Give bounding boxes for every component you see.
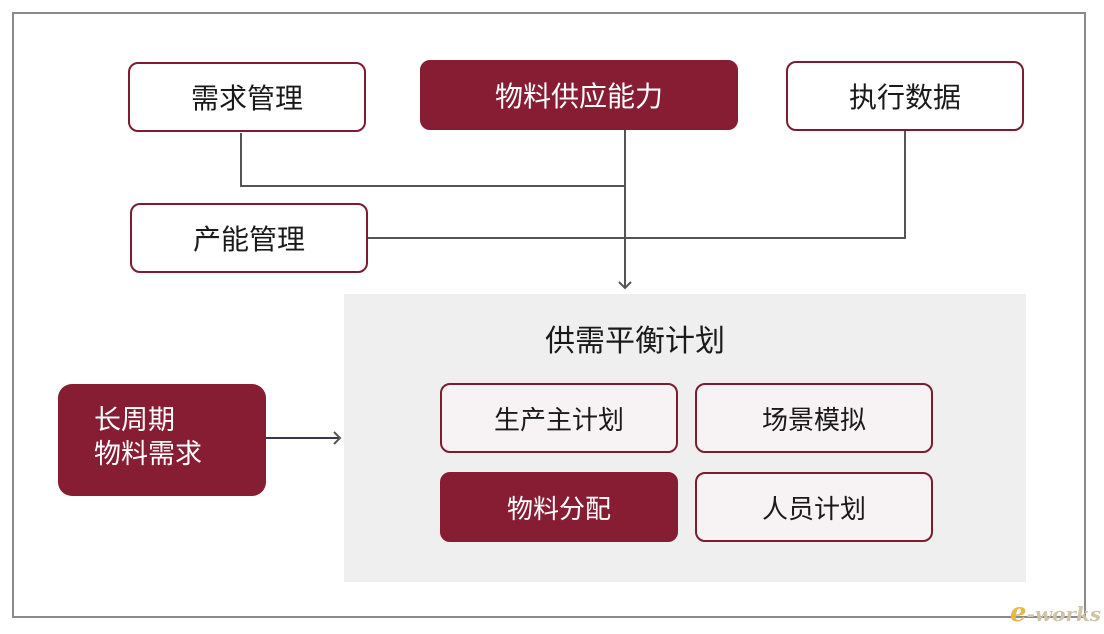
material-allocation-label: 物料分配: [506, 494, 611, 525]
capacity-management-box: 产能管理: [130, 203, 368, 273]
execution-connector: [367, 131, 906, 239]
eworks-logo: e-works: [1010, 598, 1101, 628]
balance-plan-title: 供需平衡计划: [545, 324, 725, 359]
long-cycle-line1: 长周期: [94, 405, 175, 436]
production-plan-box: 生产主计划: [440, 383, 678, 453]
scenario-simulation-label: 场景模拟: [761, 405, 866, 436]
long-cycle-line2: 物料需求: [94, 439, 202, 470]
demand-management-box: 需求管理: [128, 62, 366, 132]
execution-data-box: 执行数据: [786, 61, 1024, 131]
execution-data-label: 执行数据: [848, 81, 961, 114]
capacity-management-label: 产能管理: [192, 223, 305, 256]
scenario-simulation-box: 场景模拟: [695, 383, 933, 453]
logo-text: -works: [1026, 602, 1102, 626]
logo-e: e: [1010, 598, 1027, 628]
demand-connector: [240, 133, 625, 187]
staff-plan-box: 人员计划: [695, 472, 933, 542]
production-plan-label: 生产主计划: [493, 405, 624, 436]
material-supply-label: 物料供应能力: [494, 80, 663, 113]
material-supply-box: 物料供应能力: [420, 60, 738, 130]
demand-management-label: 需求管理: [190, 82, 303, 115]
long-cycle-demand-box: 长周期 物料需求: [58, 384, 266, 496]
staff-plan-label: 人员计划: [761, 494, 866, 525]
material-allocation-box: 物料分配: [440, 472, 678, 542]
